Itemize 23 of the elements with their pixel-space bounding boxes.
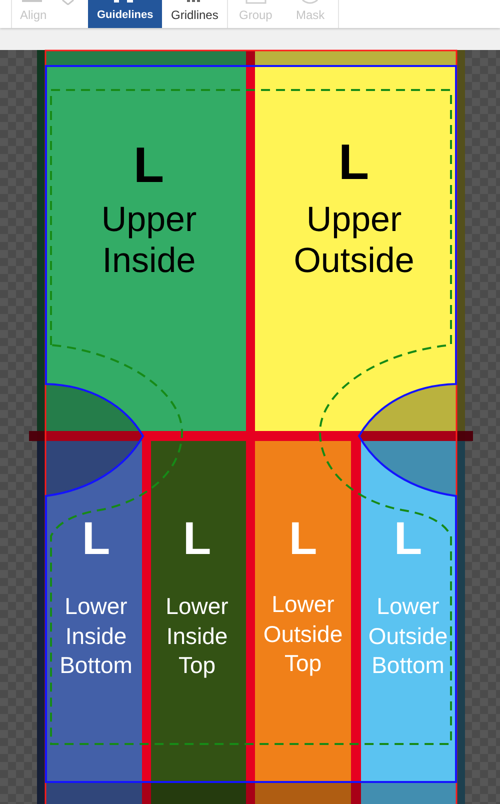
guidelines-button: Guidelines <box>88 0 162 28</box>
color-panel <box>255 441 351 804</box>
color-panel <box>37 441 142 804</box>
panel-label: Upper Outside <box>293 199 415 281</box>
color-panel <box>255 50 465 431</box>
panel-letter: L <box>394 515 422 561</box>
panel-letter: L <box>183 515 212 561</box>
panel-letter: L <box>82 515 110 561</box>
panel-label: Lower Inside Bottom <box>59 592 133 680</box>
gridlines-button: Gridlines <box>165 0 222 24</box>
align-button: Align <box>18 0 75 24</box>
panel-label: Lower Outside Top <box>262 590 344 678</box>
panel-letter: L <box>134 140 164 190</box>
panel-letter: L <box>289 515 318 561</box>
panel-label: Upper Inside <box>100 199 198 281</box>
panel-label: Lower Inside Top <box>165 592 229 680</box>
color-panel <box>361 441 465 804</box>
color-panel <box>151 441 246 804</box>
panel-label: Lower Outside Bottom <box>368 592 448 680</box>
mask-button: Mask <box>292 0 328 24</box>
color-panel <box>37 50 246 431</box>
panel-letter: L <box>338 137 370 187</box>
group-button: Group <box>235 0 277 24</box>
